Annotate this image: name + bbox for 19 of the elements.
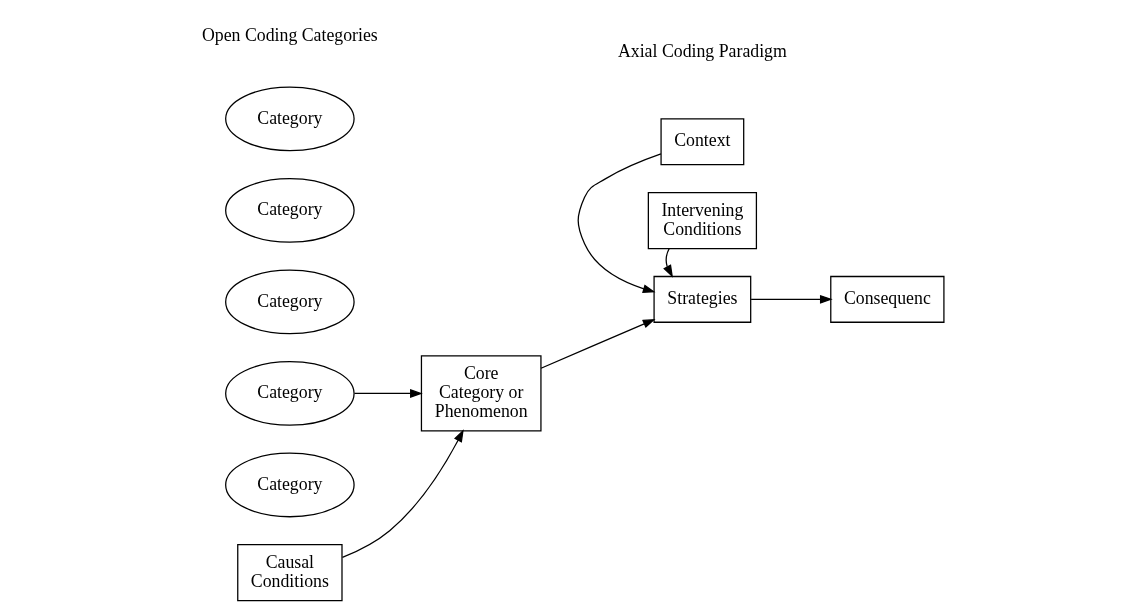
label: Axial Coding Paradigm <box>617 41 787 62</box>
node-ellipse: Category <box>224 452 355 518</box>
node-box: Intervening Conditions <box>647 191 757 250</box>
arrow <box>662 248 673 278</box>
arrow <box>341 429 464 559</box>
node-box: Core Category or Phenomenon <box>420 355 542 432</box>
node-ellipse: Category <box>224 361 355 426</box>
node-ellipse: Category <box>224 86 355 152</box>
node-box: Consequenc <box>829 275 945 323</box>
label: Open Coding Categories <box>201 24 378 45</box>
arrow <box>353 389 423 398</box>
node-box: Causal Conditions <box>236 544 343 602</box>
node-box: Strategies <box>652 275 751 323</box>
node-box: Context <box>659 118 744 166</box>
node-ellipse: Category <box>224 177 355 243</box>
node-ellipse: Category <box>224 269 355 335</box>
arrow <box>577 153 662 293</box>
arrow <box>749 294 833 304</box>
arrow <box>539 319 656 369</box>
